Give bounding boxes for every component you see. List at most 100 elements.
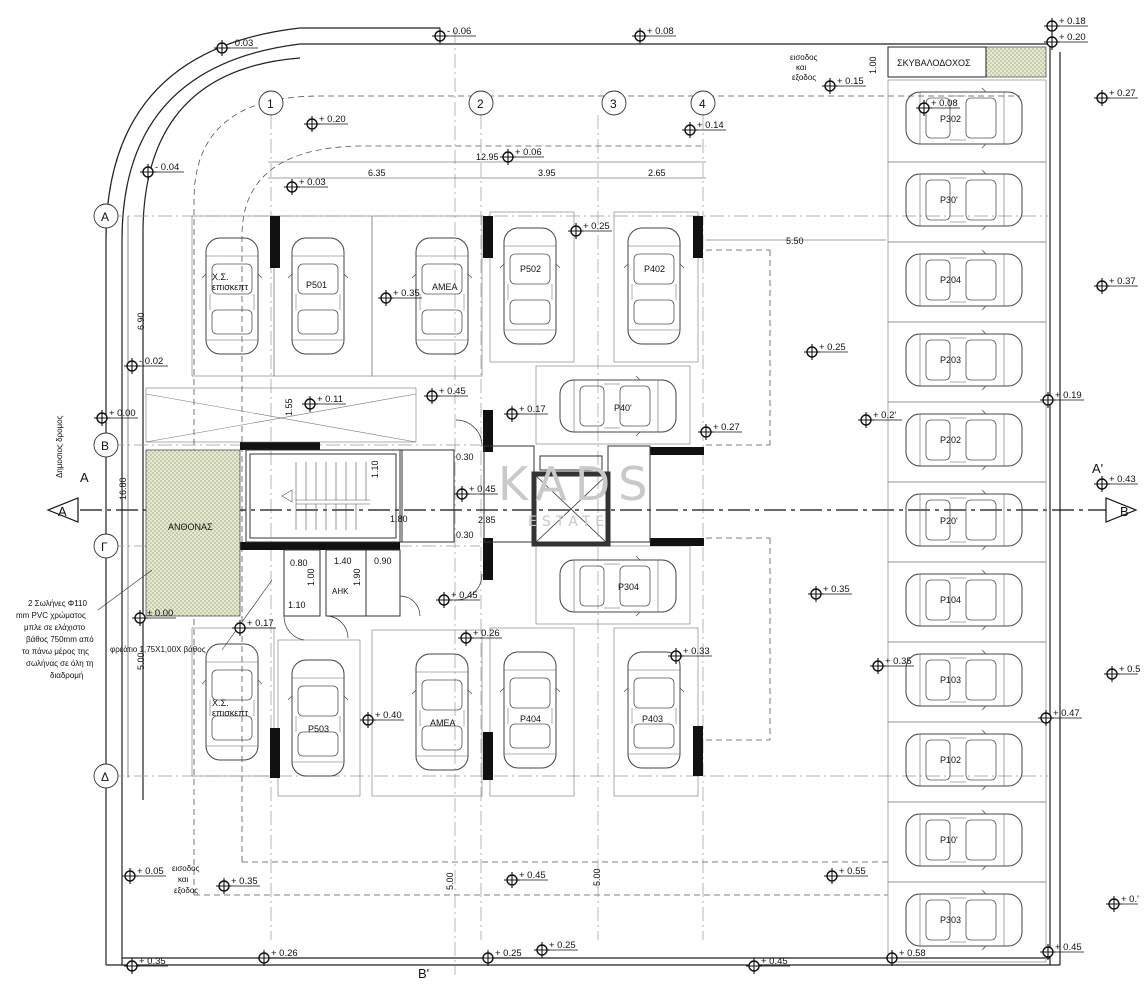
bay-label: P104 — [940, 595, 961, 605]
bay-label: επισκεπτ — [212, 708, 248, 718]
level-value: + 0.45 — [761, 956, 788, 967]
dim-d1: 6.35 — [368, 168, 386, 178]
dim-left-top: 6.90 — [136, 312, 146, 330]
level-value: + 0.43 — [1109, 474, 1136, 485]
level-marker: + 0.35 — [378, 288, 422, 306]
level-value: + 0.17 — [247, 618, 274, 629]
dim-c4: 1.80 — [390, 514, 408, 524]
level-value: + 0.45 — [519, 870, 546, 881]
level-value: + 0.08 — [647, 26, 674, 37]
bay-label: P404 — [520, 714, 541, 724]
svg-text:Δημοσιος δρομος: Δημοσιος δρομος — [55, 415, 64, 478]
level-value: + 0.00 — [109, 408, 136, 419]
level-marker: + 0.27 — [1094, 88, 1138, 106]
bay-label: P501 — [306, 280, 327, 290]
level-marker: - 0.03 — [214, 38, 258, 56]
level-value: + 0.37 — [1109, 276, 1136, 287]
bin-label: ΣΚΥΒΑΛΟΔΟΧΟΣ — [897, 58, 971, 68]
dim-left-bottom: 5.00 — [136, 652, 146, 670]
level-marker: + 0.08 — [632, 26, 676, 44]
level-value: + 0.45 — [439, 386, 466, 397]
svg-text:μπλε σε ελάχιστο: μπλε σε ελάχιστο — [24, 623, 86, 632]
bay-label: P403 — [642, 714, 663, 724]
dim-stair-h: 1.55 — [284, 398, 294, 416]
level-value: + 0.2' — [873, 410, 896, 421]
level-value: + 0.35 — [139, 956, 166, 967]
level-value: + 0.25 — [495, 948, 522, 959]
level-marker: + 0.35 — [870, 656, 914, 674]
bin-hatch — [985, 46, 1047, 78]
section-line — [46, 497, 1138, 523]
bay-label: P502 — [520, 264, 541, 274]
level-marker: + 0.00 — [94, 408, 138, 426]
grid-col-4: 4 — [699, 97, 706, 111]
level-value: + 0.08 — [931, 98, 958, 109]
dim-c6: 0.90 — [374, 556, 392, 566]
dim-d2: 3.95 — [538, 168, 556, 178]
level-marker: + 0.11 — [302, 394, 346, 412]
structural-columns — [240, 216, 704, 780]
level-value: + 0.58 — [899, 948, 926, 959]
level-value: + 0.25 — [549, 940, 576, 951]
bay-outlines — [191, 211, 699, 797]
bay-label: επισκεπτ — [212, 282, 248, 292]
level-markers: - 0.03- 0.06+ 0.08+ 0.18+ 0.20+ 0.15+ 0.… — [94, 16, 1140, 974]
bay-label: P302 — [940, 114, 961, 124]
level-value: + 0.55 — [839, 866, 866, 877]
svg-text:και: και — [178, 875, 189, 884]
level-value: + 0.27 — [1109, 88, 1136, 99]
level-marker: + 0.15 — [822, 76, 866, 94]
level-marker: + 0.18 — [1044, 16, 1088, 34]
level-marker: + 0.14 — [682, 120, 726, 138]
dim-b2: 5.00 — [592, 868, 602, 886]
level-marker: + 0.35 — [216, 876, 260, 894]
dim-total-top: 12.95 — [476, 152, 499, 162]
level-marker: + 0.45 — [746, 956, 790, 974]
level-value: + 0.20 — [1059, 32, 1086, 43]
level-marker: - 0.04 — [140, 162, 184, 180]
bay-label: P202 — [940, 435, 961, 445]
dim-c11: 1.00 — [868, 56, 878, 74]
level-value: + 0.06 — [515, 147, 542, 158]
level-value: + 0.35 — [823, 584, 850, 595]
dim-d3: 2.65 — [648, 168, 666, 178]
level-marker: + 0.25 — [480, 948, 524, 966]
svg-text:εισοδος: εισοδος — [172, 864, 200, 873]
level-value: + 0.18 — [1059, 16, 1086, 27]
level-value: + 0.33 — [683, 646, 710, 657]
level-value: + 0.47 — [1053, 708, 1080, 719]
bay-label: Χ.Σ. — [212, 698, 229, 708]
level-value: + 0.35 — [393, 288, 420, 299]
section-left-letter: A — [80, 470, 89, 485]
level-marker: + 0.45 — [504, 870, 548, 888]
level-marker: + 0.17 — [232, 618, 276, 636]
svg-text:εξοδος: εξοδος — [792, 73, 816, 82]
road-label: Δημοσιος δρομος — [55, 415, 64, 478]
level-value: + 0.45 — [469, 484, 496, 495]
level-value: + 0.05 — [137, 866, 164, 877]
cars — [201, 88, 1022, 950]
grid-row-b: Β — [101, 439, 109, 453]
core — [245, 445, 651, 547]
grid-row-markers — [93, 203, 119, 789]
level-marker: + 0.27 — [698, 422, 742, 440]
pit-note: φρεάτιο 1,75X1,00X βάθος — [110, 579, 273, 654]
section-left-marker: A — [58, 504, 67, 519]
level-marker: + 0.25 — [804, 342, 848, 360]
dim-aisle: 5.50 — [786, 236, 804, 246]
dim-left-vertical: 16.80 — [118, 477, 128, 500]
bay-label: P304 — [618, 582, 639, 592]
bin-box — [887, 46, 987, 78]
svg-text:βάθος 750mm από: βάθος 750mm από — [26, 635, 94, 644]
level-marker: + 0.17 — [504, 404, 548, 422]
dim-c10: 1.10 — [288, 600, 306, 610]
level-marker: ± 0.00 — [132, 608, 176, 626]
svg-text:το πάνω μέρος της: το πάνω μέρος της — [22, 647, 89, 656]
level-value: + 0.5 — [1119, 664, 1140, 675]
dim-c1: 0.30 — [456, 452, 474, 462]
bay-label: P102 — [940, 755, 961, 765]
level-value: + 0.19 — [1055, 390, 1082, 401]
dim-c9: 1.90 — [352, 568, 362, 586]
level-marker: + 0.19 — [1040, 390, 1084, 408]
